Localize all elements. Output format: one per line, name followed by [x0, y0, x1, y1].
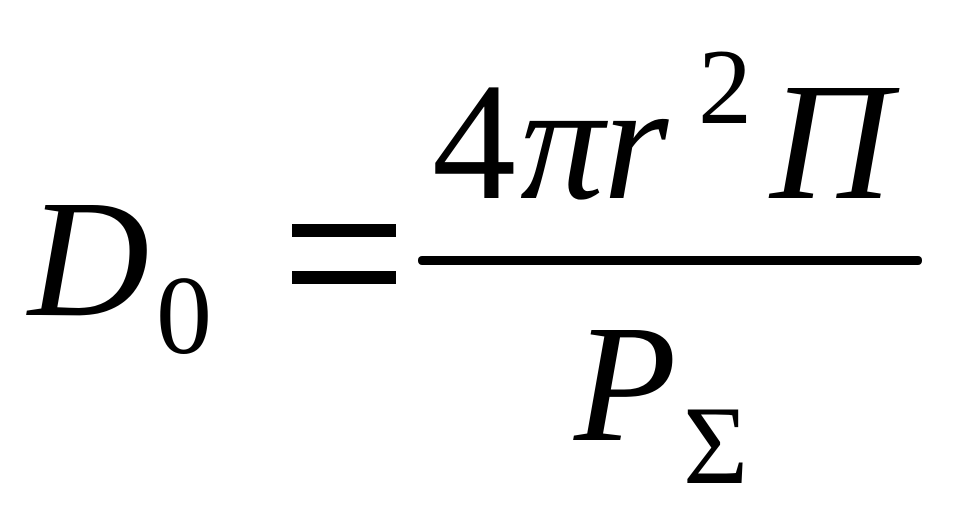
numerator-pi: π [520, 49, 605, 235]
equals-bar-bottom [292, 271, 396, 284]
denominator-subscript: Σ [683, 384, 749, 508]
lhs-subscript: 0 [156, 254, 212, 378]
numerator-coefficient: 4 [432, 49, 516, 235]
equals-bar-top [292, 224, 396, 237]
numerator-variable: r [603, 49, 669, 235]
numerator-factor: Π [770, 49, 892, 235]
lhs-symbol: D [28, 166, 150, 352]
numerator-exponent: 2 [698, 28, 752, 147]
denominator-symbol: P [574, 291, 677, 477]
fraction-bar [418, 256, 922, 265]
